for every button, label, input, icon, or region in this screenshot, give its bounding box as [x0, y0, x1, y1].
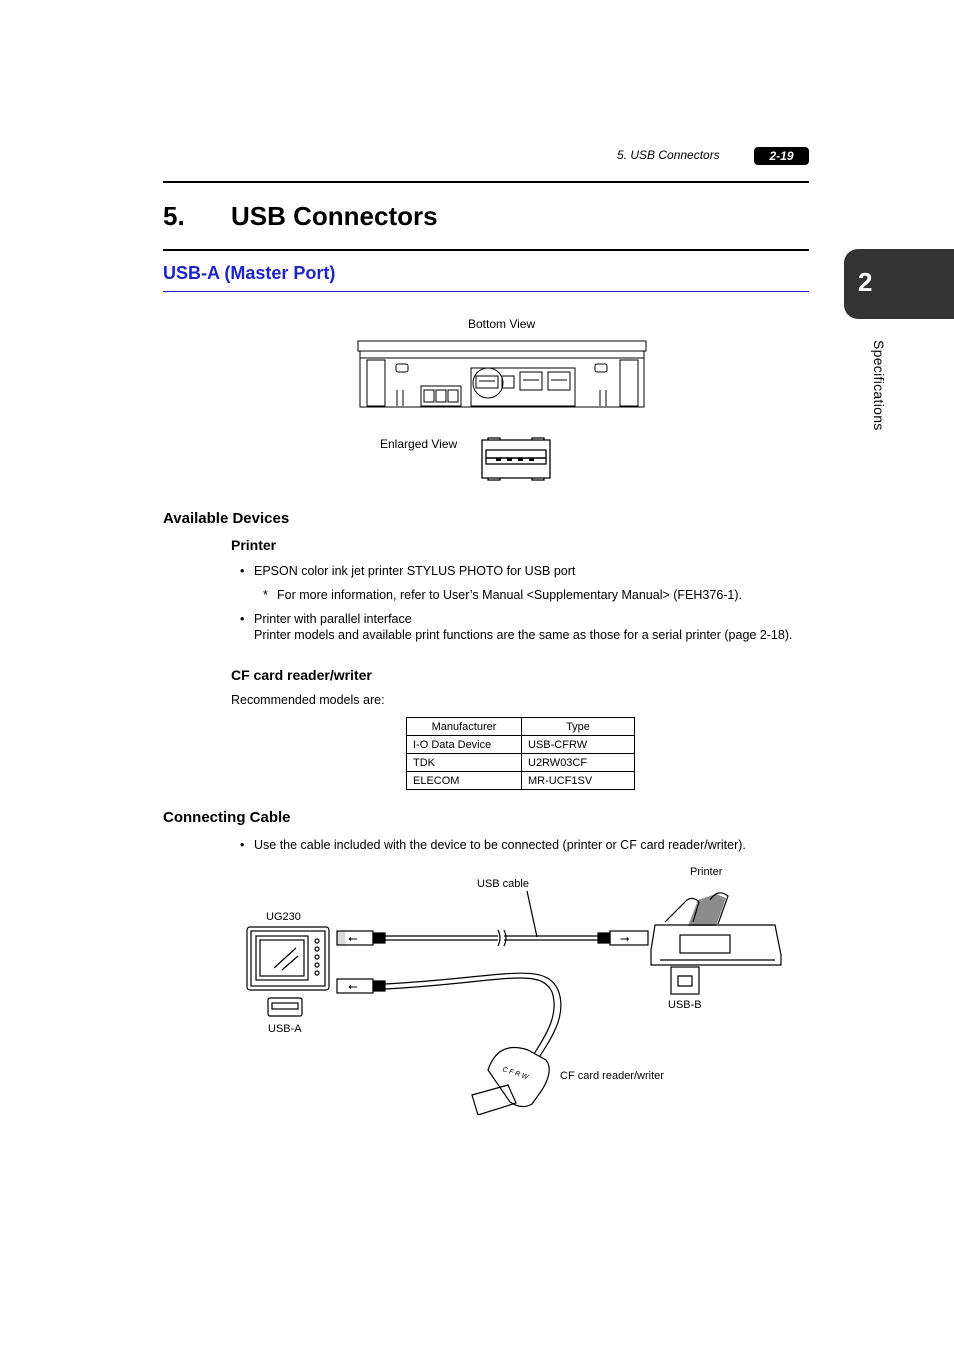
- printer-item-parallel: Printer with parallel interface: [254, 612, 412, 626]
- printer-detail: Printer models and available print funct…: [254, 628, 793, 642]
- unit-bottom-view-drawing: [357, 340, 647, 408]
- printer-heading: Printer: [231, 537, 277, 553]
- cf-card-reader-icon: [471, 1046, 550, 1115]
- table-header-row: Manufacturer Type: [406, 717, 635, 736]
- recommended-models-table: Manufacturer Type I-O Data Device USB-CF…: [406, 717, 635, 790]
- usb-a-port-icon: [267, 997, 303, 1017]
- bullet-marker: •: [240, 612, 245, 626]
- usb-symbol-icon: ⭢: [620, 931, 630, 945]
- bullet-marker: •: [240, 838, 245, 852]
- cf-reader-label: CF card reader/writer: [560, 1070, 664, 1082]
- cfrw-print: C F R W: [501, 1066, 530, 1081]
- printer-note: For more information, refer to User’s Ma…: [277, 588, 743, 602]
- section-rule: [163, 291, 809, 292]
- table-cell: U2RW03CF: [521, 753, 635, 772]
- usb-symbol-icon: ⭠: [348, 979, 358, 993]
- section-title: USB-A (Master Port): [163, 263, 336, 283]
- table-row: ELECOM MR-UCF1SV: [406, 771, 635, 790]
- cf-reader-intro: Recommended models are:: [231, 693, 385, 707]
- bottom-view-label: Bottom View: [468, 317, 536, 331]
- header-rule: [163, 181, 809, 183]
- chapter-title-text: USB Connectors: [231, 201, 438, 231]
- page-number-badge: 2-19: [754, 147, 809, 165]
- table-row: I-O Data Device USB-CFRW: [406, 735, 635, 754]
- printer-item-epson: EPSON color ink jet printer STYLUS PHOTO…: [254, 564, 576, 578]
- enlarged-view-label: Enlarged View: [380, 437, 458, 451]
- table-cell: USB-CFRW: [521, 735, 635, 754]
- printer-icon: [650, 892, 782, 966]
- chapter-title: 5. USB Connectors: [163, 201, 438, 232]
- chapter-rule: [163, 249, 809, 251]
- table-row: TDK U2RW03CF: [406, 753, 635, 772]
- table-cell: MR-UCF1SV: [521, 771, 635, 790]
- usb-b-label: USB-B: [668, 999, 702, 1011]
- cf-reader-heading: CF card reader/writer: [231, 667, 372, 683]
- note-marker: *: [263, 588, 268, 602]
- connecting-cable-item: Use the cable included with the device t…: [254, 838, 746, 852]
- usb-cable-bottom: [336, 972, 562, 1057]
- running-title: 5. USB Connectors: [617, 148, 720, 162]
- usb-a-port-enlarged-drawing: [481, 437, 551, 481]
- chapter-tab: 2: [844, 249, 954, 319]
- table-cell: ELECOM: [406, 771, 522, 790]
- available-devices-heading: Available Devices: [163, 510, 290, 527]
- table-header-type: Type: [521, 717, 635, 736]
- chapter-number: 5.: [163, 201, 185, 231]
- chapter-side-label: Specifications: [871, 340, 887, 431]
- table-header-manufacturer: Manufacturer: [406, 717, 522, 736]
- connection-diagram: UG230 USB cable Printer USB-A USB-B CF c…: [246, 866, 782, 1115]
- usb-symbol-icon: ⭠: [348, 931, 358, 945]
- connecting-cable-heading: Connecting Cable: [163, 809, 291, 826]
- usb-b-port-icon: [670, 966, 700, 995]
- bullet-marker: •: [240, 564, 245, 578]
- ug230-label: UG230: [266, 911, 301, 923]
- usb-a-label: USB-A: [268, 1023, 302, 1035]
- ug230-unit-icon: [246, 926, 330, 991]
- table-cell: I-O Data Device: [406, 735, 522, 754]
- usb-cable-label: USB cable: [477, 878, 529, 890]
- printer-label: Printer: [690, 866, 723, 878]
- table-cell: TDK: [406, 753, 522, 772]
